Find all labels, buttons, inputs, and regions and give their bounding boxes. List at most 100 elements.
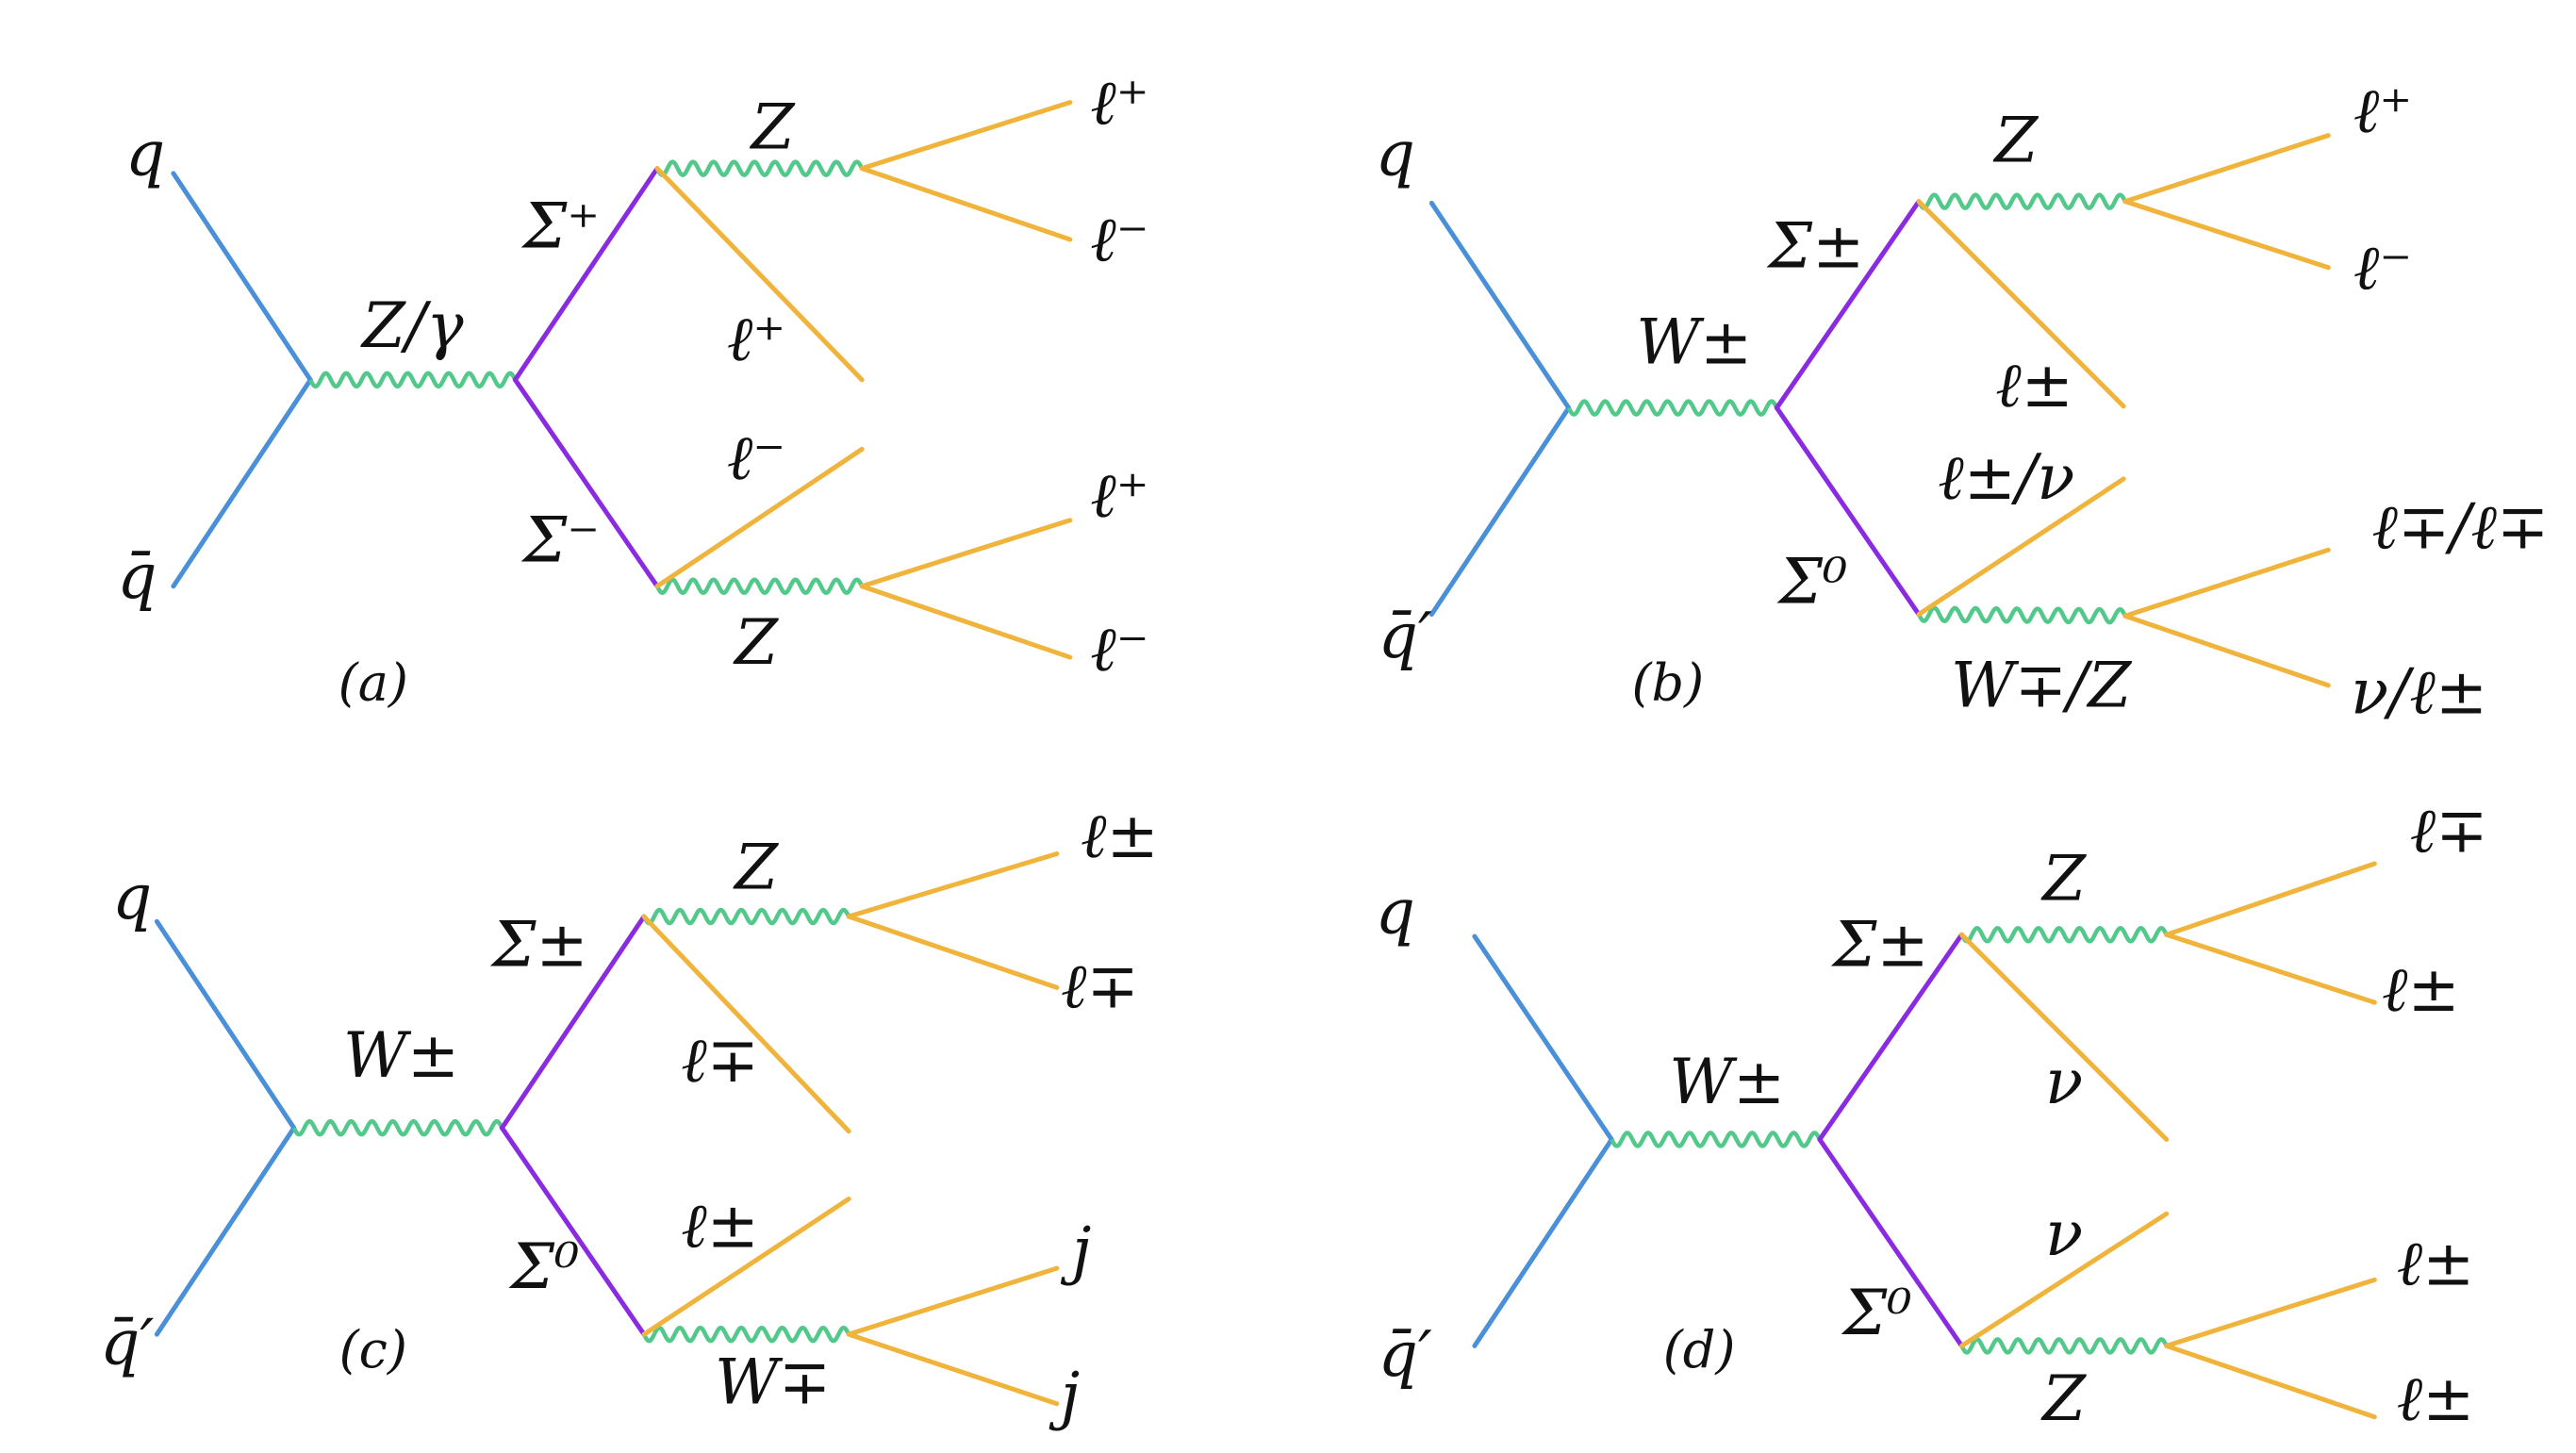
- panel-1-quark-line: [171, 171, 313, 383]
- panel-4-sigma-top-line: [1817, 932, 1965, 1142]
- panel-2-quark-line: [1428, 200, 1572, 411]
- panel-2-out-top-2-label: ℓ⁻: [2353, 232, 2412, 305]
- panel-2-boson-bottom-label: W∓/Z: [1951, 650, 2132, 722]
- panel-2-out-bottom-1-line: [2122, 547, 2331, 619]
- panel-3-sigma-bottom-label: Σ⁰: [508, 1230, 579, 1303]
- panel-3-boson-bottom-line: [641, 1325, 851, 1344]
- panel-1-fermion-top-label: ℓ⁺: [727, 303, 785, 375]
- panel-3-mediator-label: W±: [343, 1019, 459, 1092]
- panel-3-out-top-2-line: [846, 914, 1060, 990]
- panel-2-boson-bottom-line: [1916, 605, 2127, 625]
- panel-2-fermion-bottom-line: [1916, 476, 2126, 618]
- panel-3-out-top-1-label: ℓ±: [1081, 800, 1159, 872]
- panel-1-mediator-label: Z/γ: [360, 289, 464, 362]
- panel-4-quark-label: q: [1376, 876, 1415, 949]
- panel-3-fermion-top-label: ℓ∓: [681, 1024, 759, 1097]
- panel-3-fermion-bottom-line: [641, 1197, 851, 1337]
- panel-1-out-top-2-label: ℓ⁻: [1090, 204, 1148, 276]
- panel-2-out-bottom-1-label: ℓ∓/ℓ∓: [2371, 491, 2549, 564]
- panel-4-out-bottom-1-label: ℓ±: [2397, 1228, 2475, 1300]
- panel-2-out-bottom-2-line: [2122, 613, 2331, 688]
- panel-1-mediator-boson-line: [308, 371, 518, 389]
- panel-4-out-top-2-line: [2164, 932, 2377, 1005]
- panel-1-sigma-top-line: [512, 166, 660, 383]
- panel-3-boson-bottom-label: W∓: [715, 1346, 831, 1419]
- panel-1-fermion-bottom-label: ℓ⁻: [727, 421, 785, 494]
- panel-3-mediator-boson-line: [291, 1118, 504, 1137]
- panel-3-out-bottom-2-line: [846, 1331, 1060, 1407]
- panel-4-out-top-1-label: ℓ∓: [2410, 795, 2488, 867]
- panel-2-boson-top-label: Z: [1992, 105, 2039, 177]
- panel-3-out-bottom-2-label: j: [1049, 1360, 1080, 1432]
- panel-1-out-bottom-1-line: [859, 518, 1073, 589]
- panel-1-sigma-bottom-line: [512, 377, 660, 589]
- panel-1-sigma-bottom-label: Σ⁻: [521, 504, 601, 577]
- panel-3-sigma-bottom-line: [499, 1125, 647, 1337]
- panel-4-quark-line: [1472, 933, 1614, 1142]
- panel-4-sigma-top-label: Σ±: [1831, 909, 1929, 982]
- panel-1-boson-top-line: [654, 159, 865, 177]
- panel-4-boson-top-line: [1959, 926, 2169, 944]
- panel-3-antiquark-line: [154, 1125, 297, 1337]
- panel-4-boson-top-label: Z: [2040, 843, 2087, 916]
- panel-4-out-bottom-2-label: ℓ±: [2397, 1362, 2475, 1435]
- panel-2-sigma-bottom-line: [1774, 405, 1922, 618]
- panel-1-out-bottom-2-line: [859, 584, 1073, 660]
- panel-3-quark-line: [154, 918, 297, 1131]
- panel-2-mediator-label: W±: [1636, 305, 1752, 378]
- panel-3-fermion-bottom-label: ℓ±: [681, 1189, 759, 1262]
- panel-1-out-bottom-2-label: ℓ⁻: [1090, 613, 1148, 685]
- panel-1-quark-label: q: [125, 118, 165, 190]
- panel-4-sigma-bottom-label: Σ⁰: [1841, 1277, 1912, 1349]
- panel-2-sigma-top-line: [1774, 199, 1922, 411]
- panel-4-out-bottom-2-line: [2164, 1343, 2377, 1420]
- panel-4-boson-bottom-line: [1959, 1337, 2169, 1355]
- panel-2-sigma-bottom-label: Σ⁰: [1776, 545, 1847, 618]
- panel-1-antiquark-line: [171, 377, 313, 589]
- panel-3-boson-top-line: [641, 907, 851, 926]
- panel-2-antiquark-line: [1428, 405, 1572, 618]
- panel-4-sigma-bottom-line: [1817, 1136, 1965, 1348]
- panel-1-caption: (a): [339, 653, 408, 713]
- panel-1-out-top-1-line: [859, 100, 1073, 172]
- panel-2-caption: (b): [1631, 653, 1704, 713]
- panel-2-boson-top-line: [1916, 192, 2127, 210]
- panel-3-sigma-top-label: Σ±: [490, 909, 588, 982]
- panel-3-sigma-top-line: [499, 914, 647, 1131]
- panel-2-sigma-top-label: Σ±: [1766, 210, 1864, 283]
- panel-2-out-top-1-line: [2122, 133, 2331, 205]
- panel-4-fermion-bottom-label: ν: [2045, 1197, 2083, 1270]
- panel-2-out-top-2-line: [2122, 199, 2331, 271]
- panel-4-mediator-boson-line: [1610, 1131, 1822, 1148]
- panel-1-fermion-bottom-line: [654, 446, 865, 589]
- panel-2-out-bottom-2-label: ν/ℓ±: [2351, 656, 2487, 729]
- panel-3-antiquark-label: q̄′: [100, 1307, 154, 1379]
- panel-2-fermion-bottom-label: ℓ±/ν: [1938, 441, 2074, 514]
- panel-3-out-top-1-line: [846, 850, 1060, 919]
- panel-4-antiquark-label: q̄′: [1379, 1318, 1432, 1391]
- panel-3-out-bottom-1-line: [846, 1265, 1060, 1337]
- panel-3-quark-label: q: [112, 861, 152, 933]
- panel-3-caption: (c): [339, 1320, 407, 1379]
- panel-1-fermion-top-line: [654, 166, 865, 383]
- panel-1-antiquark-label: q̄: [117, 540, 157, 613]
- panel-1-out-top-2-line: [859, 166, 1073, 242]
- panel-2-fermion-top-label: ℓ±: [1995, 349, 2073, 421]
- panel-1-out-bottom-1-label: ℓ⁺: [1090, 459, 1148, 532]
- panel-1-boson-top-label: Z: [750, 91, 796, 164]
- panel-4-antiquark-line: [1472, 1136, 1614, 1348]
- panel-4-out-top-1-line: [2164, 861, 2377, 937]
- panel-4-out-bottom-1-line: [2164, 1277, 2377, 1348]
- panel-2-fermion-top-line: [1916, 199, 2126, 409]
- panel-4-fermion-top-label: ν: [2045, 1046, 2083, 1118]
- panel-2-quark-label: q: [1376, 118, 1415, 190]
- panel-4-caption: (d): [1663, 1320, 1736, 1379]
- panel-4-out-top-2-label: ℓ±: [2382, 953, 2460, 1026]
- panel-4-mediator-label: W±: [1669, 1046, 1785, 1118]
- panel-3-out-top-2-label: ℓ∓: [1061, 949, 1139, 1022]
- panel-4-boson-bottom-label: Z: [2040, 1362, 2087, 1435]
- panel-1-boson-bottom-line: [654, 577, 865, 596]
- panel-3-boson-top-label: Z: [733, 831, 779, 903]
